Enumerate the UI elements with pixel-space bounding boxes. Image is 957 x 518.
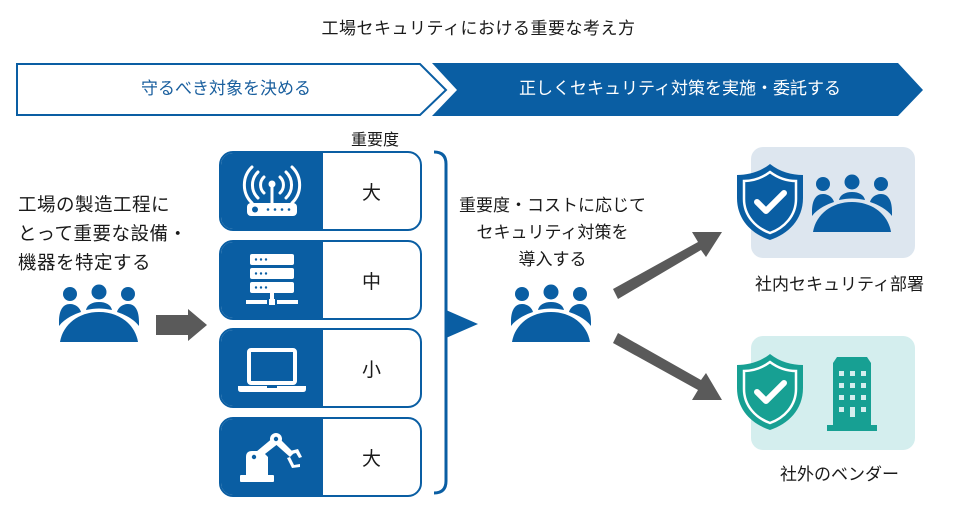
people-meeting-icon <box>812 174 892 232</box>
branch-arrows <box>613 232 722 400</box>
implement-measures-text: 重要度・コストに応じて セキュリティ対策を 導入する <box>445 193 660 274</box>
text-line: 工場の製造工程に <box>18 195 171 216</box>
arrow-down-right-icon <box>613 333 722 400</box>
building-icon <box>827 357 877 431</box>
external-vendor-label: 社外のベンダー <box>780 465 899 485</box>
importance-header: 重要度 <box>350 130 399 149</box>
diagram-title: 工場セキュリティにおける重要な考え方 <box>321 19 636 39</box>
arrow-right-icon <box>156 309 207 341</box>
banner-step-1-shape <box>16 63 448 116</box>
asset-card-robot: 大 <box>219 417 422 497</box>
process-banners <box>16 63 923 116</box>
importance-level: 大 <box>361 181 381 204</box>
importance-level: 小 <box>361 358 381 381</box>
text-line: 導入する <box>518 250 587 270</box>
text-line: 機器を特定する <box>18 253 152 274</box>
text-line: とって重要な設備・ <box>18 224 188 245</box>
laptop-icon <box>238 348 306 392</box>
banner-step-2-label: 正しくセキュリティ対策を実施・委託する <box>519 79 841 99</box>
importance-level: 大 <box>361 447 381 470</box>
asset-card-server: 中 <box>219 240 422 320</box>
robot-arm-icon <box>240 433 302 482</box>
shield-check-icon <box>737 164 803 240</box>
shield-check-icon <box>737 354 803 430</box>
text-line: セキュリティ対策を <box>476 223 629 243</box>
arrow-up-right-icon <box>613 232 722 299</box>
wifi-router-icon <box>242 165 302 216</box>
identify-assets-text: 工場の製造工程に とって重要な設備・ 機器を特定する <box>18 191 203 278</box>
grouping-bracket <box>433 150 478 495</box>
banner-step-1-label: 守るべき対象を決める <box>141 79 311 99</box>
people-meeting-icon <box>511 284 591 342</box>
asset-card-router: 大 <box>219 151 422 231</box>
server-rack-icon <box>246 254 298 305</box>
asset-card-laptop: 小 <box>219 328 422 408</box>
importance-level: 中 <box>361 270 381 293</box>
people-meeting-icon <box>59 284 139 342</box>
text-line: 重要度・コストに応じて <box>459 196 646 216</box>
banner-step-2-shape <box>432 63 923 116</box>
internal-security-label: 社内セキュリティ部署 <box>755 275 924 295</box>
